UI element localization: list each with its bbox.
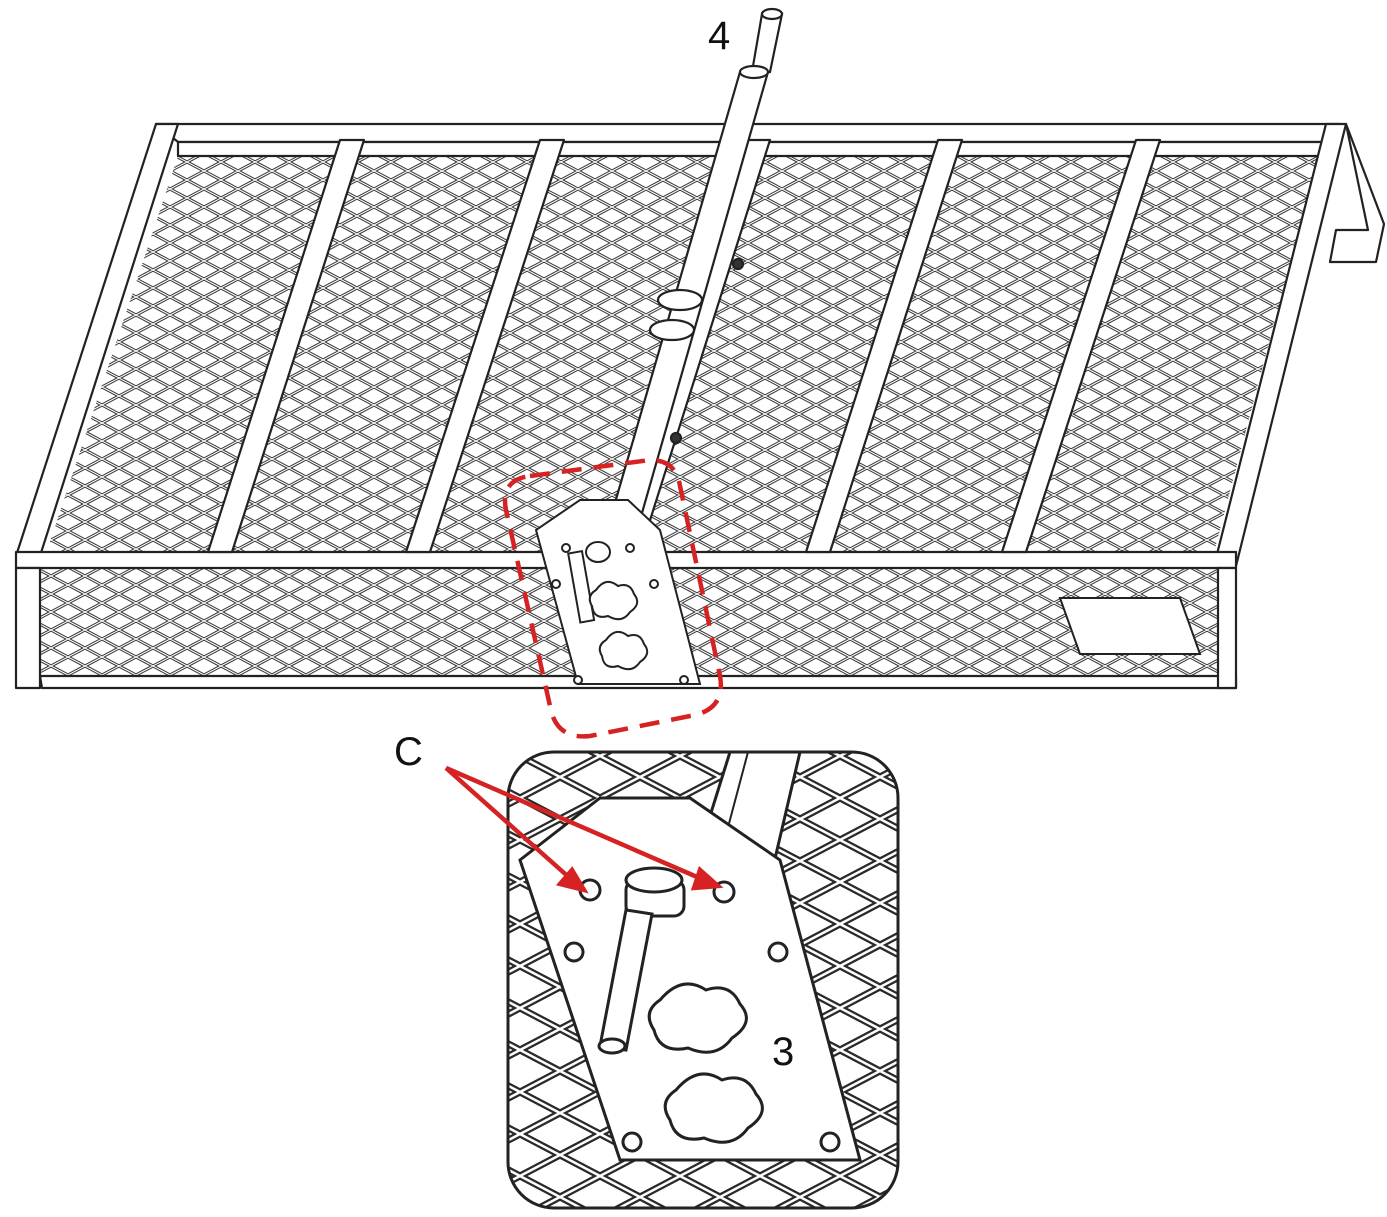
cross-bar-1 <box>206 138 366 554</box>
bolt-arrows <box>444 765 724 894</box>
mounting-plate-small <box>534 499 702 685</box>
cargo-carrier <box>14 7 1386 739</box>
label-plate <box>1058 597 1202 655</box>
inset-frame <box>506 750 900 1210</box>
detail-inset <box>506 750 900 1210</box>
cross-bar-5 <box>1000 138 1162 554</box>
callout-bolts-c: C <box>394 730 423 774</box>
callout-part-4: 4 <box>708 14 731 58</box>
cross-bar-4 <box>804 138 964 554</box>
highlight-outline <box>502 457 724 739</box>
shank-rod <box>608 7 784 522</box>
mounting-plate-large <box>518 796 862 1162</box>
callout-part-3: 3 <box>772 1030 795 1074</box>
hitch-bracket <box>1328 122 1386 264</box>
cross-bar-2 <box>404 138 566 554</box>
